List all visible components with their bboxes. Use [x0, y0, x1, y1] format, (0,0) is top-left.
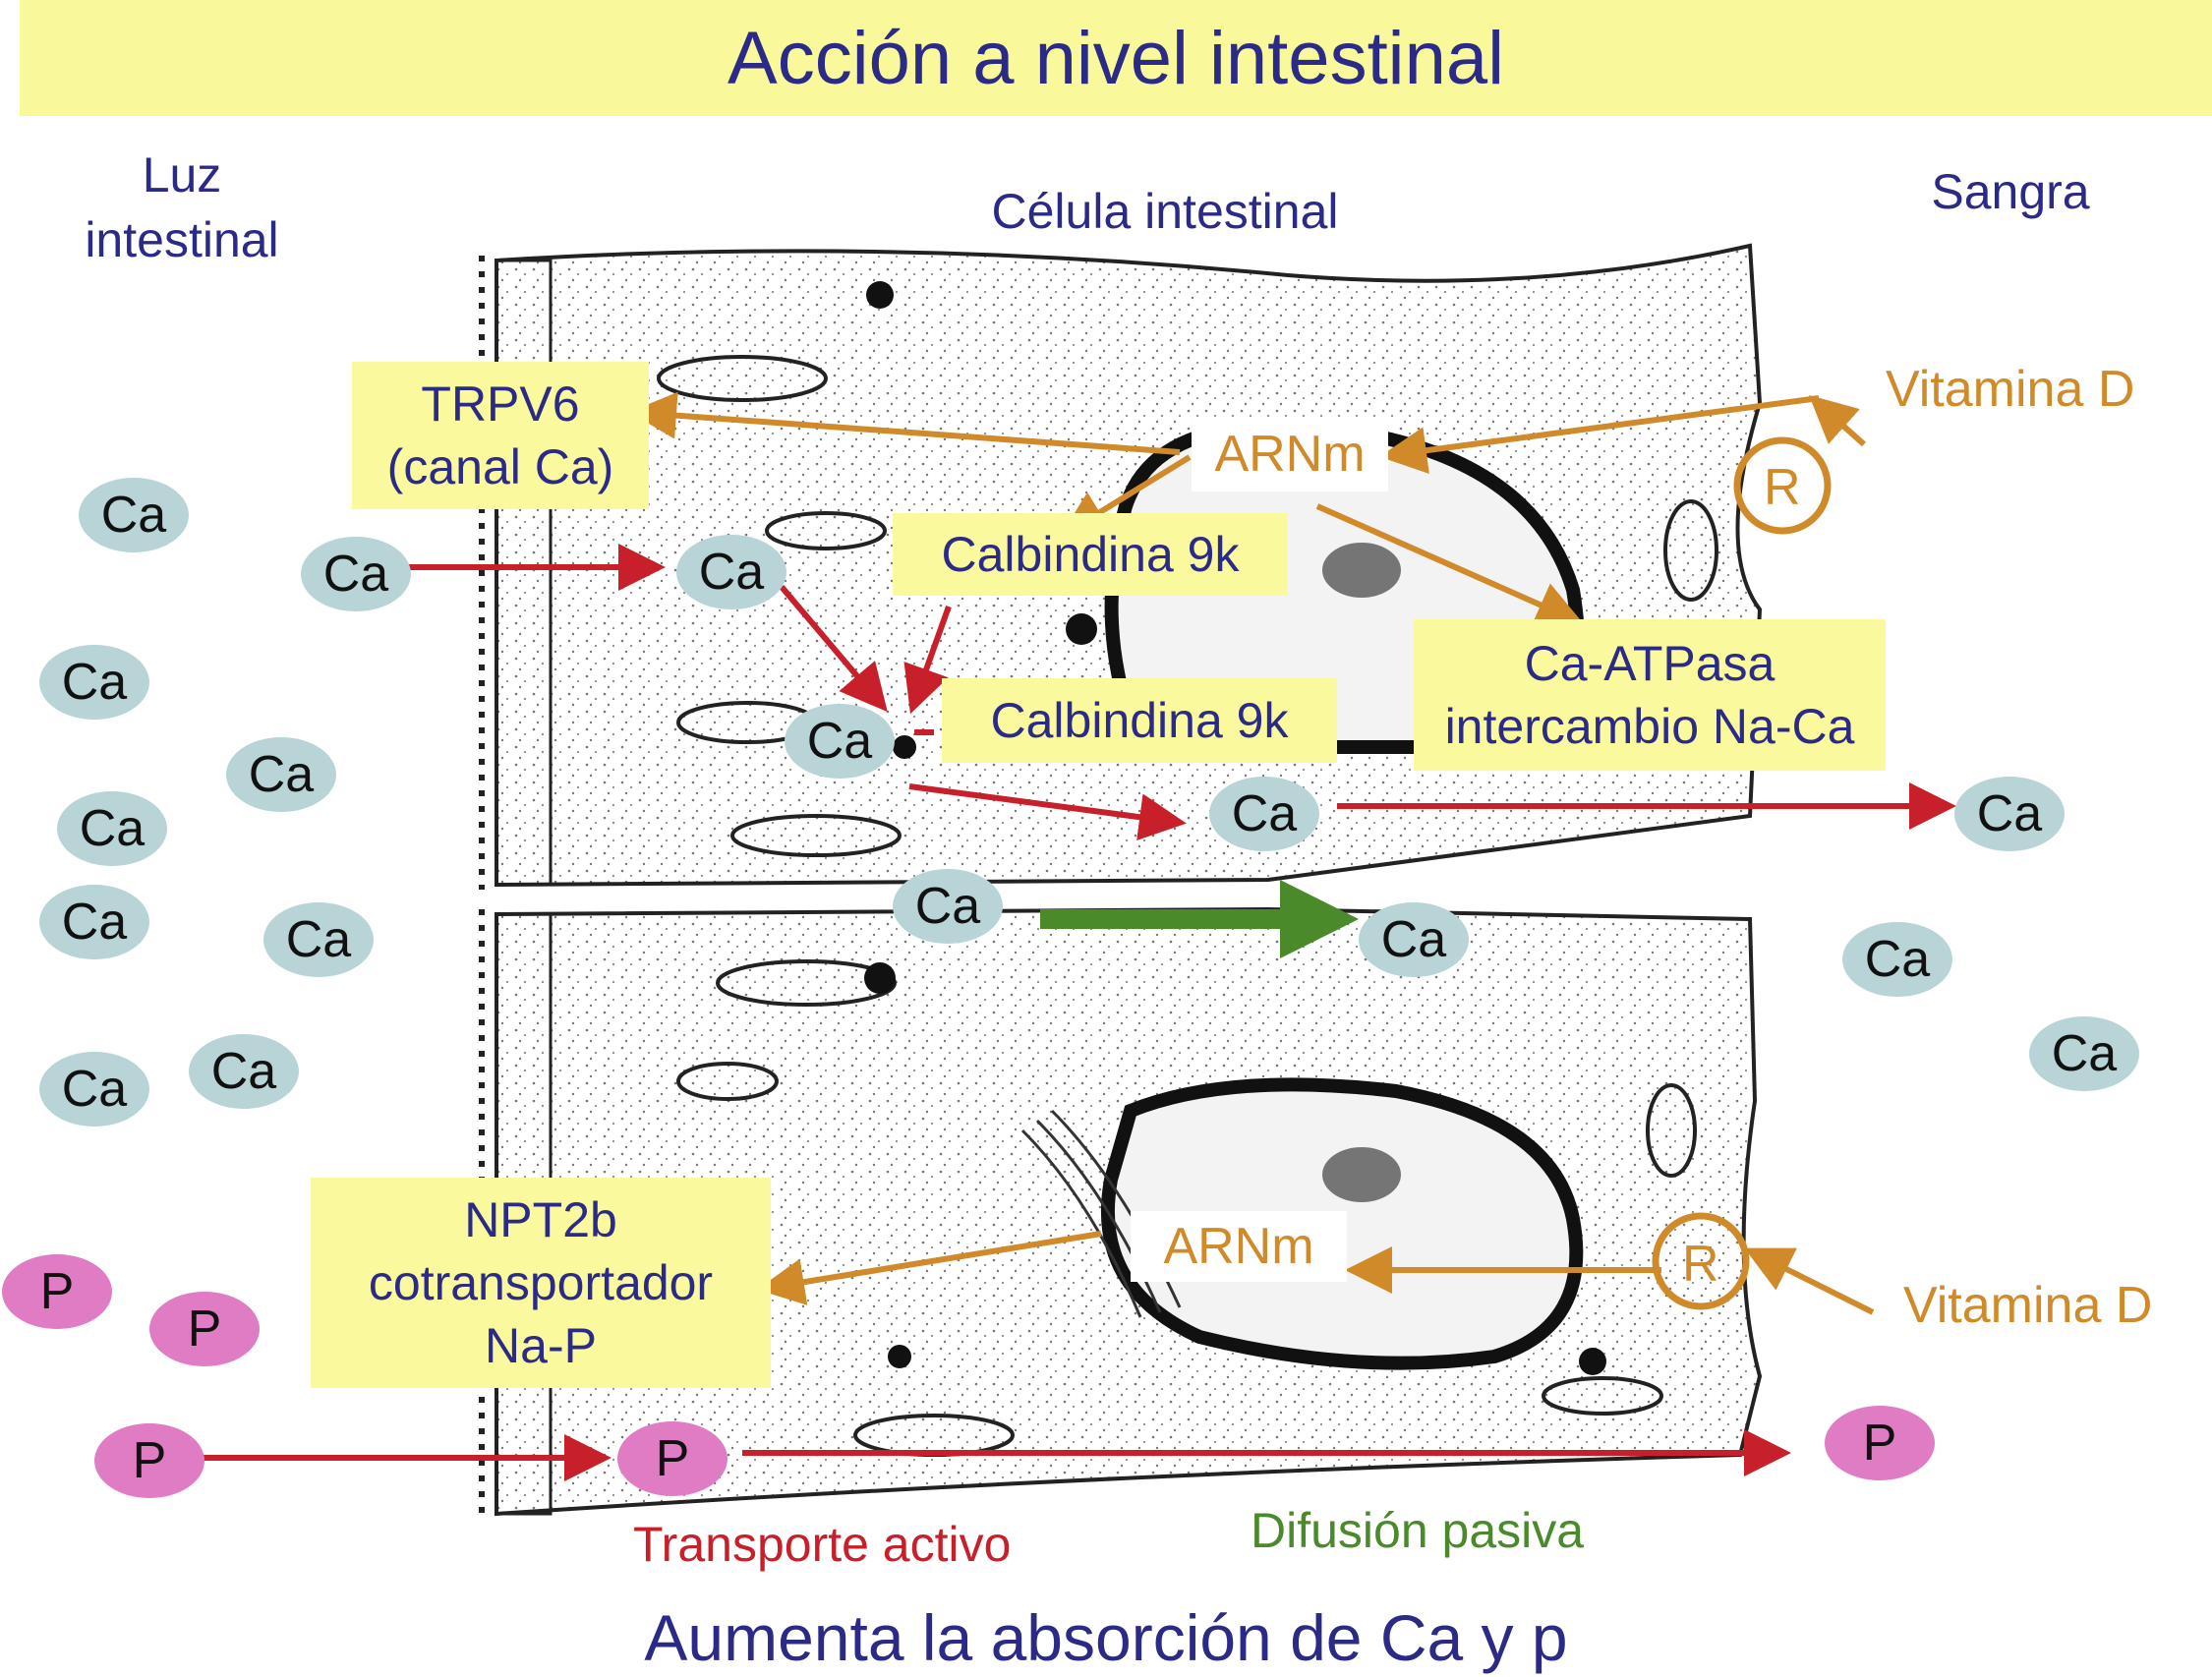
- ca-ion: Ca: [39, 885, 149, 959]
- trpv6-sublabel: (canal Ca): [386, 439, 614, 494]
- ca-ion-in-trpv6: Ca: [676, 535, 786, 609]
- lumen-label-line-1: Luz: [142, 147, 222, 202]
- calbindina-binding-arrow: [903, 605, 952, 715]
- ca-ion-entering: Ca: [301, 537, 411, 611]
- trpv6-label: TRPV6: [421, 376, 580, 432]
- trpv6-box: TRPV6 (canal Ca): [352, 362, 649, 509]
- active-transport-legend: Transporte activo: [633, 1517, 1012, 1572]
- p-ion-entering: P: [94, 1423, 204, 1498]
- vitamin-d-receptor-top: [1733, 436, 1832, 535]
- ca-atpasa-label: Ca-ATPasa: [1524, 636, 1775, 691]
- npt2b-box: NPT2b cotransportador Na-P: [311, 1178, 771, 1388]
- arnm-label-bottom: ARNm: [1131, 1211, 1347, 1282]
- p-ion: P: [2, 1254, 112, 1329]
- arnm-label-top: ARNm: [1192, 417, 1388, 492]
- ca-ion: Ca: [1842, 922, 1952, 997]
- ca-ion: Ca: [2029, 1016, 2139, 1091]
- p-ion: P: [149, 1292, 260, 1366]
- ca-ion: Ca: [226, 737, 336, 812]
- vitamin-d-to-receptor-arrow-top: [1809, 395, 1866, 447]
- npt2b-label: NPT2b: [464, 1192, 617, 1247]
- p-ion-in-npt2b: P: [617, 1421, 728, 1496]
- vitamin-d-receptor-bottom: [1652, 1212, 1750, 1310]
- cell-label: Célula intestinal: [991, 184, 1339, 239]
- calbindina-box-top: Calbindina 9k: [893, 513, 1288, 596]
- p-ion-exiting: P: [1825, 1406, 1935, 1480]
- ca-to-calbindina-arrow: [779, 585, 888, 713]
- ca-ion: Ca: [189, 1034, 299, 1109]
- ca-ion: Ca: [39, 1052, 149, 1127]
- ca-ion-paracellular-end: Ca: [1359, 902, 1469, 977]
- passive-diffusion-legend: Difusión pasiva: [1251, 1503, 1585, 1558]
- vitamin-d-label-top: Vitamina D: [1886, 361, 2135, 418]
- arnm-to-trpv6-arrow: [629, 391, 1181, 455]
- receptor-label-top: R: [1764, 459, 1801, 516]
- arnm-to-npt2b-arrow: [757, 1231, 1102, 1305]
- lumen-label-line-2: intestinal: [85, 212, 279, 267]
- npt2b-sublabel-2: Na-P: [485, 1318, 597, 1373]
- ca-ion-paracellular-start: Ca: [893, 869, 1003, 944]
- receptor-label-bottom: R: [1682, 1236, 1719, 1293]
- receptor-to-arnm-arrow-top: [1379, 395, 1820, 475]
- ca-ion-bound-calbindina: Ca: [785, 704, 895, 779]
- vitamin-d-label-bottom: Vitamina D: [1903, 1277, 2153, 1334]
- ca-ion: Ca: [57, 791, 167, 866]
- ca-to-basolateral-arrow: [908, 783, 1187, 841]
- lumen-label: Luz intestinal: [59, 143, 305, 272]
- granules: [864, 281, 1606, 1375]
- calbindina-box-mid: Calbindina 9k: [942, 678, 1337, 763]
- ca-ion: Ca: [79, 478, 189, 552]
- arnm-to-atpasa-arrow: [1315, 503, 1584, 627]
- na-ca-exchange-label: intercambio Na-Ca: [1444, 699, 1855, 754]
- conclusion-text: Aumenta la absorción de Ca y p: [644, 1601, 1568, 1674]
- nucleolus: [1322, 1147, 1401, 1202]
- npt2b-sublabel: cotransportador: [368, 1255, 714, 1310]
- nucleolus: [1322, 543, 1401, 598]
- ca-ion-at-basolateral: Ca: [1209, 777, 1319, 851]
- active-transport-arrows: [202, 544, 1956, 1481]
- ca-ion: Ca: [263, 902, 374, 977]
- ca-atpasa-box: Ca-ATPasa intercambio Na-Ca: [1414, 619, 1886, 771]
- vitamin-d-to-receptor-arrow-bottom: [1744, 1247, 1875, 1315]
- title-bar: Acción a nivel intestinal: [20, 0, 2212, 116]
- ca-ion-exiting: Ca: [1954, 777, 2065, 851]
- page-title: Acción a nivel intestinal: [728, 16, 1504, 100]
- ca-ion: Ca: [39, 645, 149, 720]
- blood-label: Sangra: [1931, 164, 2090, 219]
